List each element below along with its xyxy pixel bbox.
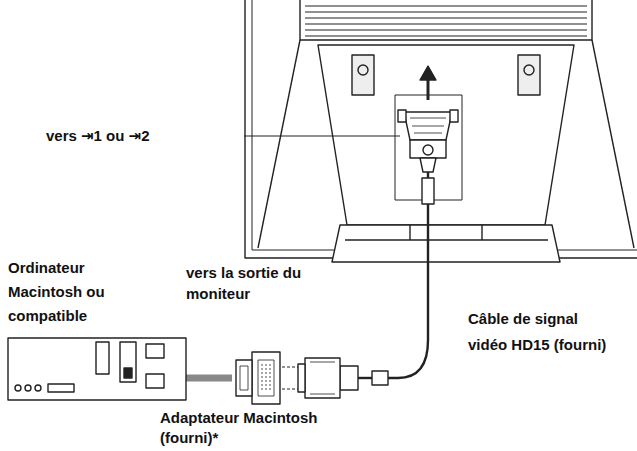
adapter-label: Adaptateur Macintosh (fourni)* [160,408,360,448]
macintosh-computer [8,338,186,400]
monitor-rear [245,0,637,262]
leader-line [244,135,400,136]
input-label: vers ⇥1 ou ⇥2 [46,126,242,145]
signal-cable [358,172,434,385]
hd15-plug [398,110,458,172]
cable-plug [282,358,358,398]
macintosh-adapter [236,352,280,404]
port-label: vers la sortie du moniteur [186,262,336,304]
plug-arrow [420,66,436,100]
computer-label: Ordinateur Macintosh ou compatible [8,256,158,328]
cable-label: Câble de signal vidéo HD15 (fourni) [468,306,618,358]
